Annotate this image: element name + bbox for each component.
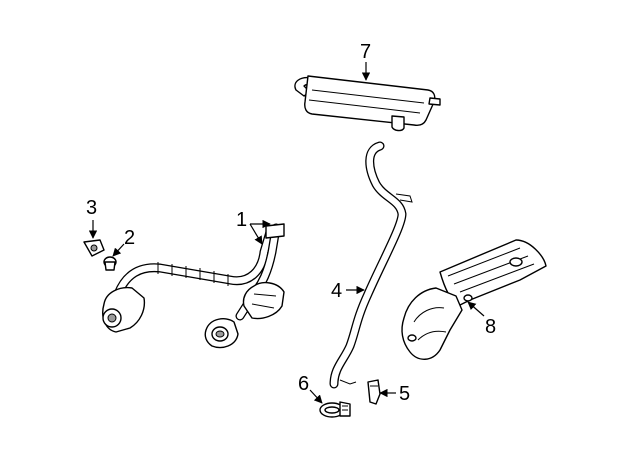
callout-2: 2 bbox=[124, 227, 135, 249]
leader-2 bbox=[112, 243, 125, 257]
leader-8 bbox=[467, 301, 485, 317]
converter-part[interactable] bbox=[102, 223, 285, 349]
callout-3: 3 bbox=[86, 197, 97, 219]
callout-6: 6 bbox=[298, 373, 309, 395]
tailpipe-part[interactable] bbox=[329, 141, 413, 389]
gasket-part[interactable] bbox=[83, 239, 105, 257]
callout-4: 4 bbox=[331, 280, 342, 302]
callout-8: 8 bbox=[485, 316, 496, 338]
leader-1a bbox=[249, 223, 263, 245]
bolt-part[interactable] bbox=[103, 256, 117, 271]
callout-5: 5 bbox=[399, 383, 410, 405]
hanger-part[interactable] bbox=[367, 379, 381, 405]
leader-6 bbox=[309, 389, 323, 404]
heat-shield-part[interactable] bbox=[401, 239, 547, 360]
callout-7: 7 bbox=[360, 41, 371, 63]
clamp-part[interactable] bbox=[319, 401, 351, 418]
muffler-part[interactable] bbox=[294, 75, 441, 132]
callout-1: 1 bbox=[236, 209, 247, 231]
